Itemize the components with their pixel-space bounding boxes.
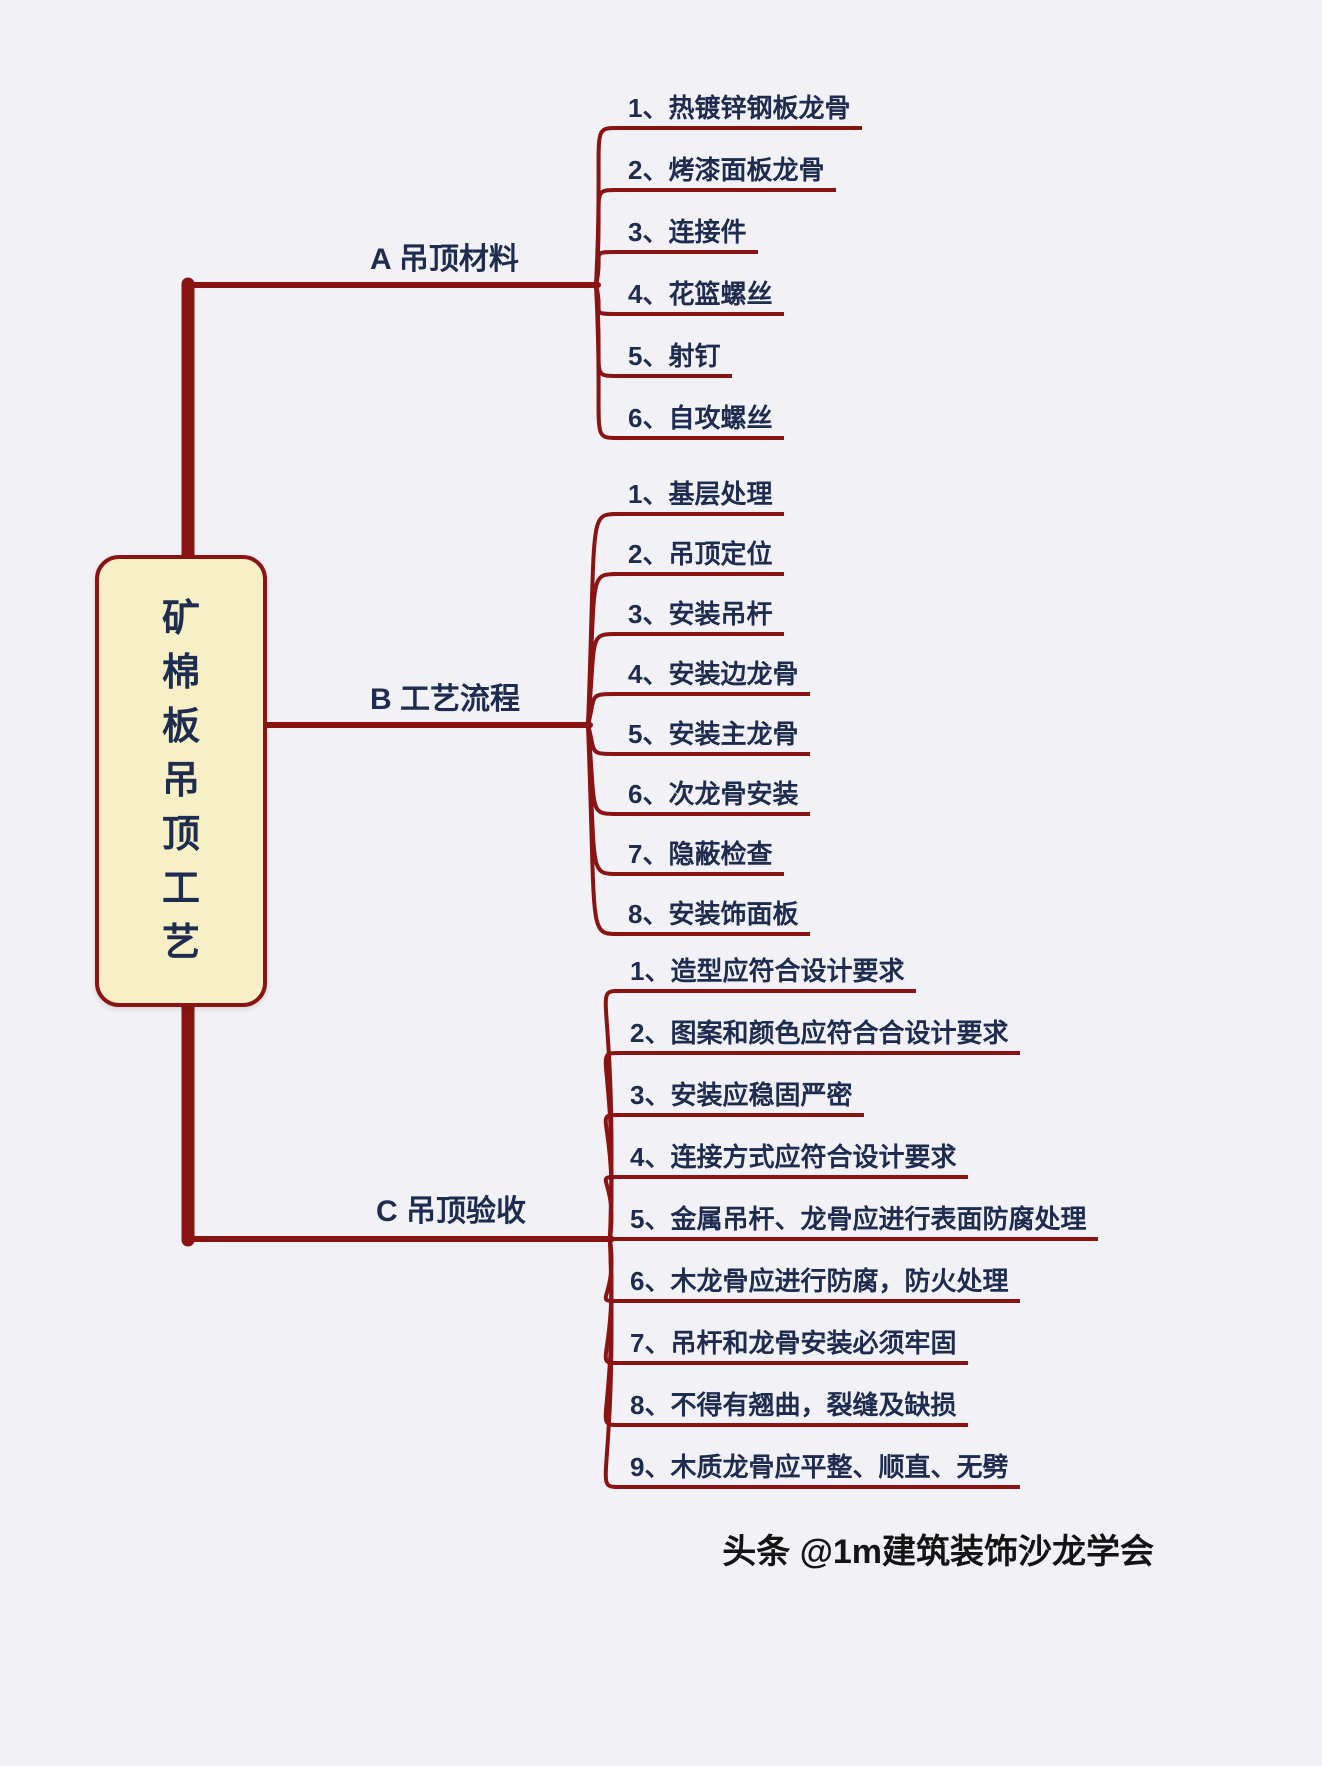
branch-label-b: B 工艺流程: [370, 683, 520, 716]
leaf-item-c8: 8、不得有翘曲，裂缝及缺损: [614, 1389, 969, 1427]
leaf-item-b2: 2、吊顶定位: [612, 538, 785, 576]
leaf-item-a5: 5、射钉: [612, 340, 733, 378]
leaf-connector: [586, 723, 620, 936]
leaf-connector: [586, 632, 620, 727]
watermark: 头条 @1m建筑装饰沙龙学会: [722, 1533, 1154, 1571]
leaf-item-b4: 4、安装边龙骨: [612, 658, 811, 696]
leaf-item-b6: 6、次龙骨安装: [612, 778, 811, 816]
leaf-item-a6: 6、自攻螺丝: [612, 402, 785, 440]
leaf-item-b3: 3、安装吊杆: [612, 598, 785, 636]
leaf-item-b8: 8、安装饰面板: [612, 898, 811, 936]
root-title: 矿棉板吊顶工艺: [161, 598, 200, 964]
leaf-item-c4: 4、连接方式应符合设计要求: [614, 1141, 969, 1179]
leaf-item-c2: 2、图案和颜色应符合合设计要求: [614, 1017, 1021, 1055]
branch-label-a: A 吊顶材料: [370, 243, 519, 276]
leaf-item-c6: 6、木龙骨应进行防腐，防火处理: [614, 1265, 1021, 1303]
leaf-item-b5: 5、安装主龙骨: [612, 718, 811, 756]
leaf-connector: [586, 692, 620, 727]
leaf-item-c1: 1、造型应符合设计要求: [614, 955, 917, 993]
leaf-item-c7: 7、吊杆和龙骨安装必须牢固: [614, 1327, 969, 1365]
leaf-item-c3: 3、安装应稳固严密: [614, 1079, 865, 1117]
leaf-item-b1: 1、基层处理: [612, 478, 785, 516]
branch-label-c: C 吊顶验收: [376, 1195, 526, 1228]
leaf-item-c5: 5、金属吊杆、龙骨应进行表面防腐处理: [614, 1203, 1099, 1241]
leaf-item-a2: 2、烤漆面板龙骨: [612, 154, 837, 192]
leaf-item-a4: 4、花篮螺丝: [612, 278, 785, 316]
leaf-item-a1: 1、热镀锌钢板龙骨: [612, 92, 863, 130]
leaf-item-c9: 9、木质龙骨应平整、顺直、无劈: [614, 1451, 1021, 1489]
leaf-connector: [603, 1237, 622, 1489]
leaf-item-a3: 3、连接件: [612, 216, 759, 254]
leaf-connector: [594, 283, 620, 440]
leaf-item-b7: 7、隐蔽检查: [612, 838, 785, 876]
leaf-connector: [594, 250, 620, 287]
leaf-connector: [603, 1175, 622, 1241]
root-node: 矿棉板吊顶工艺: [95, 555, 267, 1007]
